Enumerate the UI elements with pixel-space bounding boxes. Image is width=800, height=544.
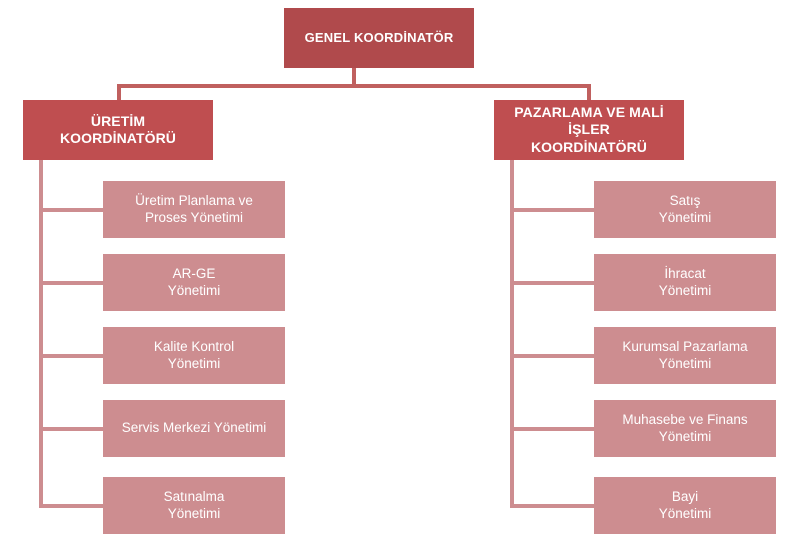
node-label: Satınalma Yönetimi — [163, 489, 225, 521]
node-label: GENEL KOORDİNATÖR — [304, 30, 454, 46]
node-uretim-child-5[interactable]: Satınalma Yönetimi — [103, 477, 285, 534]
connector-pazarlama-branch-2 — [510, 281, 596, 285]
node-label: Muhasebe ve Finans Yönetimi — [622, 412, 748, 444]
connector-root-bus — [117, 84, 591, 88]
node-label: Üretim Planlama ve Proses Yönetimi — [135, 193, 253, 225]
node-pazarlama-child-3[interactable]: Kurumsal Pazarlama Yönetimi — [594, 327, 776, 384]
node-label: AR-GE Yönetimi — [167, 266, 221, 298]
connector-pazarlama-branch-5 — [510, 504, 596, 508]
node-label: Kalite Kontrol Yönetimi — [153, 339, 235, 371]
node-label: PAZARLAMA VE MALİ İŞLER KOORDİNATÖRÜ — [514, 104, 664, 155]
connector-pazarlama-branch-1 — [510, 208, 596, 212]
connector-pazarlama-trunk — [510, 160, 514, 508]
connector-root-to-uretim — [117, 84, 121, 102]
connector-uretim-branch-1 — [39, 208, 105, 212]
node-label: İhracat Yönetimi — [658, 266, 712, 298]
node-pazarlama-child-1[interactable]: Satış Yönetimi — [594, 181, 776, 238]
connector-uretim-trunk — [39, 160, 43, 508]
node-pazarlama-child-5[interactable]: Bayi Yönetimi — [594, 477, 776, 534]
node-label: Kurumsal Pazarlama Yönetimi — [622, 339, 748, 371]
connector-uretim-branch-4 — [39, 427, 105, 431]
node-label: ÜRETİM KOORDİNATÖRÜ — [59, 112, 177, 146]
node-uretim-koordinatoru[interactable]: ÜRETİM KOORDİNATÖRÜ — [23, 100, 213, 160]
node-pazarlama-child-2[interactable]: İhracat Yönetimi — [594, 254, 776, 311]
node-pazarlama-ve-mali-isler-koordinatoru[interactable]: PAZARLAMA VE MALİ İŞLER KOORDİNATÖRÜ — [494, 100, 684, 160]
node-pazarlama-child-4[interactable]: Muhasebe ve Finans Yönetimi — [594, 400, 776, 457]
connector-pazarlama-branch-4 — [510, 427, 596, 431]
node-label: Servis Merkezi Yönetimi — [121, 420, 267, 436]
connector-uretim-branch-3 — [39, 354, 105, 358]
connector-root-stub — [352, 68, 356, 86]
connector-uretim-branch-2 — [39, 281, 105, 285]
node-genel-koordinator[interactable]: GENEL KOORDİNATÖR — [284, 8, 474, 68]
node-uretim-child-1[interactable]: Üretim Planlama ve Proses Yönetimi — [103, 181, 285, 238]
connector-pazarlama-branch-3 — [510, 354, 596, 358]
connector-root-to-pazarlama — [587, 84, 591, 102]
node-label: Bayi Yönetimi — [658, 489, 712, 521]
connector-uretim-branch-5 — [39, 504, 105, 508]
node-uretim-child-3[interactable]: Kalite Kontrol Yönetimi — [103, 327, 285, 384]
node-uretim-child-4[interactable]: Servis Merkezi Yönetimi — [103, 400, 285, 457]
node-label: Satış Yönetimi — [658, 193, 712, 225]
node-uretim-child-2[interactable]: AR-GE Yönetimi — [103, 254, 285, 311]
